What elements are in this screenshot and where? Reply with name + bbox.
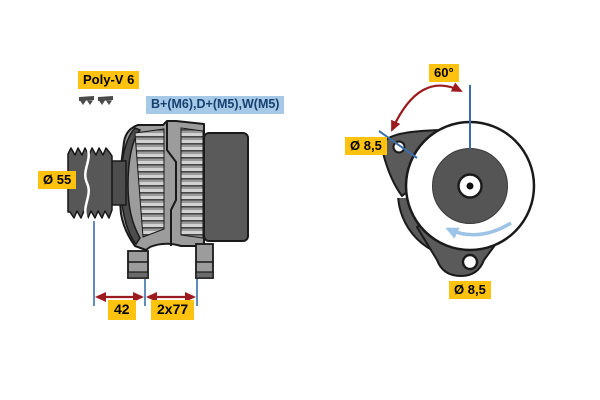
terminals-label: B+(M6),D+(M5),W(M5)	[146, 96, 285, 114]
mounting-angle-label: 60°	[429, 64, 459, 83]
rear-cover	[203, 132, 249, 242]
body-contour-line	[166, 121, 177, 246]
shaft-center-dot	[466, 182, 474, 190]
side-view-drawing	[67, 96, 249, 306]
pulley-side	[67, 147, 113, 219]
mounting-hole-bottom	[461, 253, 479, 271]
pulley-break-line	[84, 146, 90, 220]
centerline-angled	[378, 130, 418, 159]
extension-lines	[93, 221, 198, 306]
hole-diameter-label-top: Ø 8,5	[345, 137, 387, 156]
angle-arc-arrow	[390, 82, 463, 132]
belt-type-label: Poly-V 6	[78, 71, 140, 90]
mounting-foot-base	[127, 271, 149, 279]
dimension-label-42: 42	[108, 300, 136, 320]
hole-diameter-label-bottom: Ø 8,5	[449, 281, 491, 300]
mounting-feet	[127, 243, 214, 279]
rotation-direction-arrow-icon	[445, 221, 512, 239]
poly-v-belt-profile-icon	[79, 96, 113, 105]
pulley-diameter-label: Ø 55	[38, 171, 77, 190]
cooling-fins	[180, 127, 204, 239]
front-view-drawing	[378, 82, 536, 277]
cooling-fins	[134, 128, 165, 238]
dimension-label-2x77: 2x77	[151, 300, 195, 320]
mounting-foot-base	[195, 271, 214, 279]
